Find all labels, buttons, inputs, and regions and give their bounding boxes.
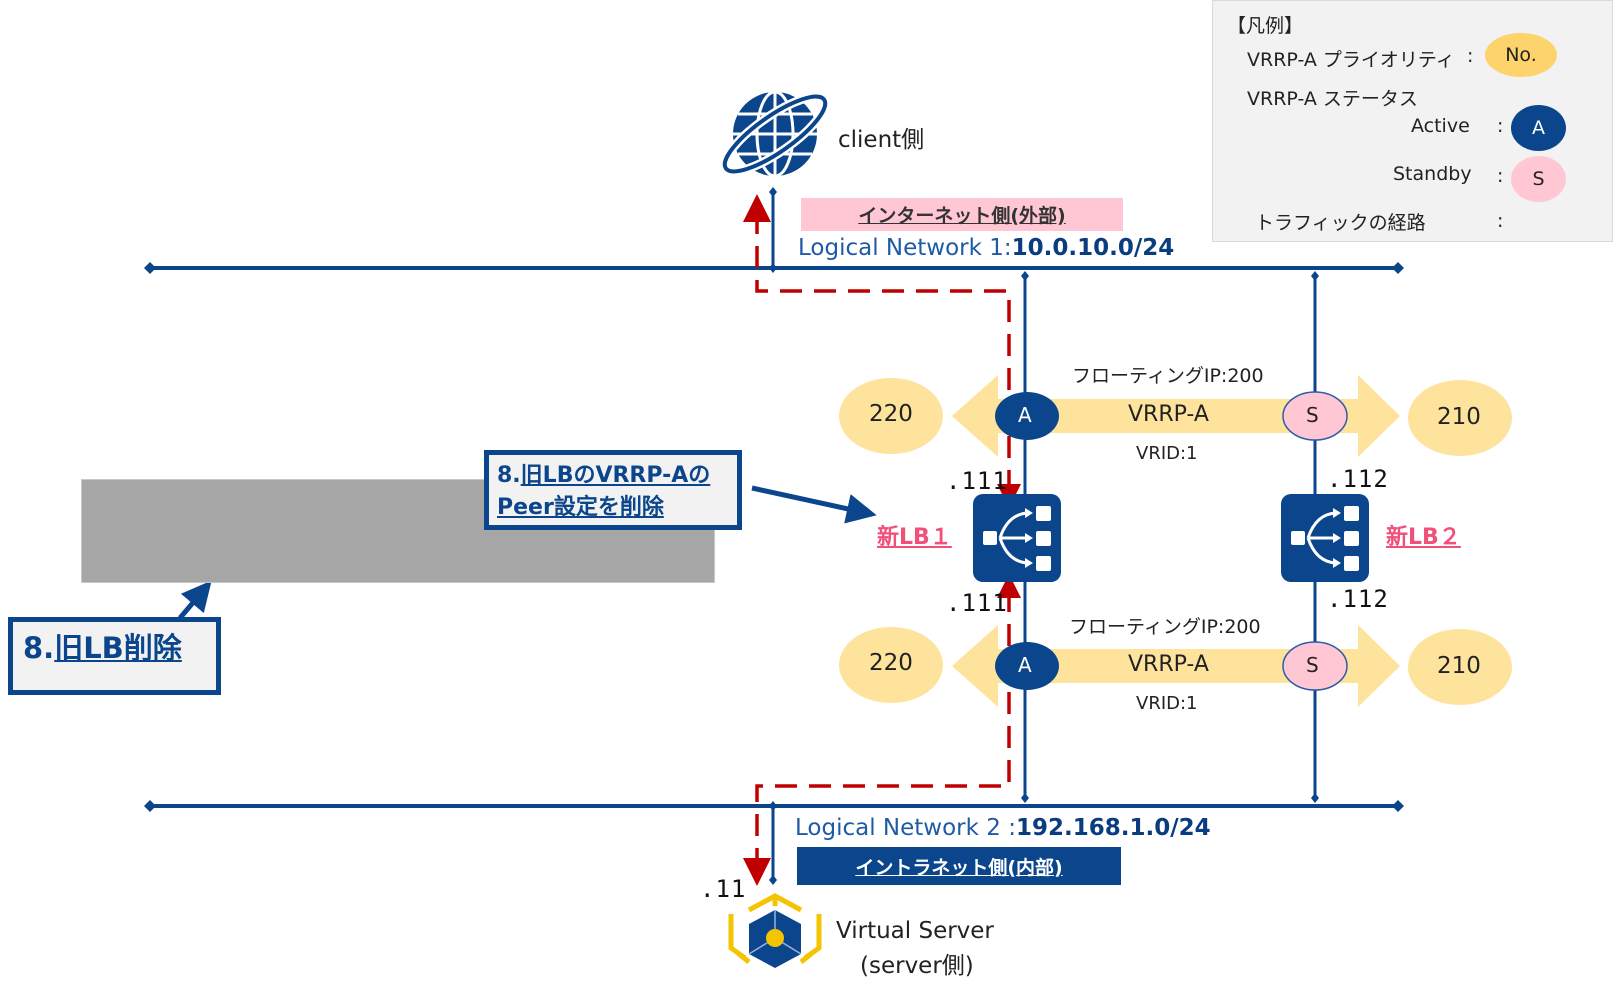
load-balancer-icon	[1281, 494, 1369, 582]
callout-old-lb-delete: 8.旧LB削除	[8, 617, 221, 695]
vrrp-name-top: VRRP-A	[1128, 402, 1209, 427]
intranet-zone-label: イントラネット側(内部)	[797, 847, 1121, 885]
lb2-label: 新LB２	[1386, 525, 1461, 550]
priority-right-top: 210	[1437, 404, 1481, 430]
status-active-top	[995, 392, 1059, 440]
callout-arrow-delete	[178, 580, 212, 620]
vrid-bottom: VRID:1	[1136, 693, 1198, 714]
vrid-top: VRID:1	[1136, 443, 1198, 464]
lb1-ip-bottom: .111	[946, 589, 1008, 617]
callout-arrow-peer	[751, 485, 877, 524]
floating-ip-top: フローティングIP:200	[1072, 365, 1264, 387]
vrrp-bottom-arrow	[839, 625, 1512, 707]
status-active-top-label: A	[1018, 403, 1032, 427]
server-ip: .11	[700, 875, 747, 903]
legend-standby-label: Standby	[1393, 163, 1472, 185]
legend-active-label: Active	[1411, 115, 1470, 137]
server-link	[769, 801, 777, 885]
lb2-ip-bottom: .112	[1327, 585, 1389, 613]
client-label: client側	[838, 127, 925, 153]
priority-left-bottom: 220	[869, 650, 913, 676]
lb2-ip-top: .112	[1327, 465, 1389, 493]
legend-priority-sample: No.	[1485, 33, 1557, 77]
legend-active-sample: A	[1511, 105, 1566, 151]
status-standby-top-label: S	[1306, 403, 1319, 427]
status-active-bottom-label: A	[1018, 653, 1032, 677]
server-label-line2: (server側)	[860, 953, 974, 979]
client-link	[769, 187, 777, 273]
internet-zone-label: インターネット側(外部)	[801, 198, 1123, 231]
legend-status-label: VRRP-A ステータス	[1247, 88, 1418, 110]
vrrp-name-bottom: VRRP-A	[1128, 652, 1209, 677]
status-active-bottom	[995, 642, 1059, 690]
globe-icon	[720, 90, 830, 178]
priority-ellipse-right-top	[1408, 380, 1512, 456]
lb1-label: 新LB１	[877, 525, 952, 550]
vrrp-top-arrow	[839, 375, 1512, 457]
legend-standby-sample: S	[1511, 156, 1566, 202]
network1-label: Logical Network 1:10.0.10.0/24	[798, 235, 1175, 261]
server-label-line1: Virtual Server	[836, 918, 994, 944]
priority-ellipse-left-bottom	[839, 627, 943, 703]
status-standby-bottom-label: S	[1306, 653, 1319, 677]
priority-ellipse-right-bottom	[1408, 629, 1512, 705]
callout-peer-delete: 8.旧LBのVRRP-Aの Peer設定を削除	[484, 450, 742, 530]
lb1-ip-top: .111	[946, 467, 1008, 495]
floating-ip-bottom: フローティングIP:200	[1069, 616, 1261, 638]
status-standby-bottom	[1282, 641, 1348, 691]
legend-traffic-label: トラフィックの経路	[1255, 212, 1426, 234]
priority-right-bottom: 210	[1437, 653, 1481, 679]
legend-priority-label: VRRP-A プライオリティ	[1247, 49, 1455, 71]
load-balancer-icon	[973, 494, 1061, 582]
priority-ellipse-left-top	[839, 378, 943, 454]
virtual-server-icon	[728, 893, 822, 968]
priority-left-top: 220	[869, 401, 913, 427]
legend-title: 【凡例】	[1227, 15, 1304, 37]
legend: 【凡例】 VRRP-A プライオリティ : No. VRRP-A ステータス A…	[1212, 0, 1613, 242]
network2-label: Logical Network 2 :192.168.1.0/24	[795, 815, 1211, 841]
traffic-path	[743, 194, 1011, 886]
status-standby-top	[1282, 391, 1348, 441]
